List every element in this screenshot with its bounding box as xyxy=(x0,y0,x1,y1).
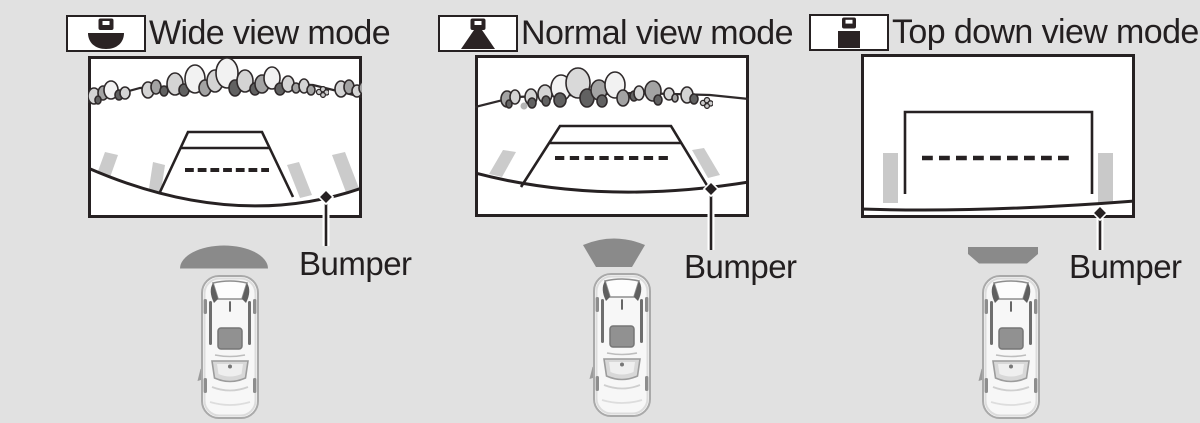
wide-view-mode-icon xyxy=(88,18,124,49)
trees xyxy=(88,57,362,105)
trees xyxy=(500,67,699,110)
mode-header-topdown: Top down view mode xyxy=(809,13,1199,51)
camera-fov-normal xyxy=(583,238,645,267)
mode-title: Normal view mode xyxy=(521,14,794,52)
mode-header-wide: Wide view mode xyxy=(66,14,391,52)
bumper-marker-diamond xyxy=(1091,204,1109,222)
camera-view-panel-wide xyxy=(88,56,362,218)
bumper-edge-line xyxy=(861,199,1135,212)
mode-title: Wide view mode xyxy=(149,14,391,52)
mode-title: Top down view mode xyxy=(892,13,1199,51)
bumper-label: Bumper xyxy=(1069,248,1182,285)
bumper-label: Bumper xyxy=(684,248,797,285)
camera-view-panel-topdown xyxy=(861,54,1135,218)
wide-view-mode-icon-box xyxy=(66,14,146,52)
car-top-view xyxy=(581,273,651,417)
camera-fov-topdown xyxy=(968,247,1038,264)
parking-guidelines xyxy=(519,124,710,188)
bumper-leader-wide xyxy=(317,188,335,246)
bumper-marker-diamond xyxy=(317,188,335,206)
camera-view-panel-normal xyxy=(475,55,749,217)
normal-view-mode-icon-box xyxy=(438,14,518,52)
mode-header-normal: Normal view mode xyxy=(438,14,794,52)
parking-guidelines xyxy=(158,130,295,198)
normal-view-mode-icon xyxy=(461,18,495,49)
car-top-view xyxy=(970,275,1040,419)
parking-stripes xyxy=(883,153,1113,203)
top-down-view-mode-icon-box xyxy=(809,13,889,51)
bumper-leader-topdown xyxy=(1091,204,1109,250)
bumper-marker-diamond xyxy=(702,180,720,198)
bumper-label: Bumper xyxy=(299,245,412,282)
camera-fov-wide xyxy=(180,245,268,269)
parking-guidelines xyxy=(903,110,1094,194)
bumper-leader-normal xyxy=(702,180,720,250)
top-down-view-mode-icon xyxy=(838,17,860,48)
car-top-view xyxy=(189,275,259,419)
parking-stripes xyxy=(489,148,720,178)
